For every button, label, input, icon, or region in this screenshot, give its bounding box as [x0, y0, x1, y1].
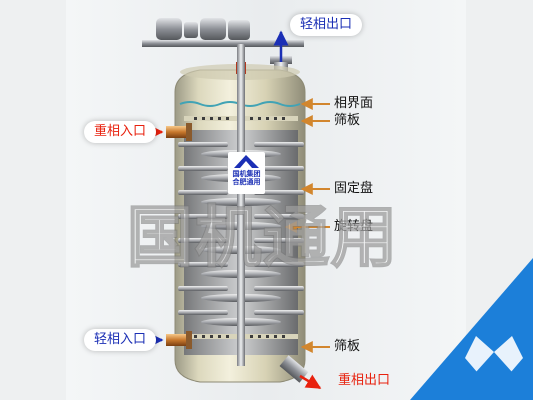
corner-logo-icon	[410, 258, 533, 400]
fixed-discs	[178, 142, 304, 315]
leader-arrows	[284, 98, 330, 353]
logo-line-1: 国机集团	[232, 170, 261, 178]
label-sieve-plate-top: 筛板	[334, 113, 361, 128]
logo-mountain-icon	[234, 155, 259, 168]
logo-line-2: 合肥通用	[232, 178, 261, 186]
label-heavy-phase-inlet: 重相入口	[84, 121, 157, 143]
heavy-phase-outlet-pipe	[279, 355, 322, 390]
label-light-phase-inlet: 轻相入口	[84, 329, 157, 351]
arrow-right-icon	[299, 374, 322, 390]
company-logo-badge: 国机集团 合肥通用	[228, 152, 265, 194]
label-fixed-disc: 固定盘	[334, 181, 374, 196]
central-shaft	[237, 44, 245, 366]
watermark-text: 国机通用	[126, 198, 399, 277]
label-rotating-disc: 旋转盘	[334, 219, 374, 234]
drive-motor	[142, 18, 304, 47]
label-phase-interface: 相界面	[334, 96, 374, 111]
label-heavy-phase-outlet: 重相出口	[338, 373, 391, 388]
label-light-phase-outlet: 轻相出口	[290, 14, 363, 36]
label-sieve-plate-bottom: 筛板	[334, 339, 361, 354]
